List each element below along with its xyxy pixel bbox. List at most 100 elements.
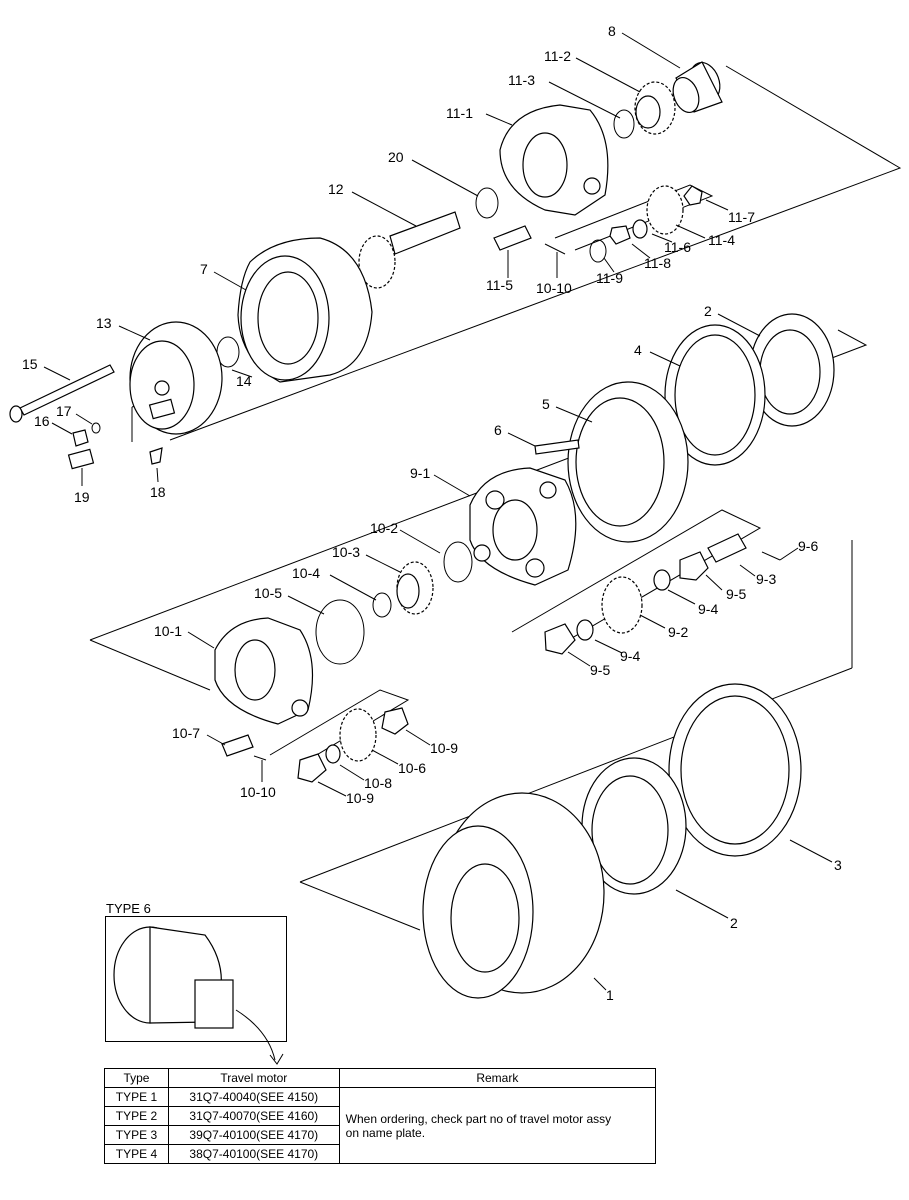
label-11-6: 11-6 <box>664 239 691 255</box>
label-11-1: 11-1 <box>446 105 473 121</box>
label-9-6: 9-6 <box>798 538 818 554</box>
part-bolt-15 <box>9 364 115 423</box>
table-header-row: Type Travel motor Remark <box>104 1068 657 1088</box>
remark-line-2: on name plate. <box>345 1125 426 1140</box>
part-pin-10-10 <box>253 755 267 761</box>
cell-motor: 31Q7-40040(SEE 4150) <box>167 1087 340 1107</box>
label-3: 3 <box>834 857 842 873</box>
label-12: 12 <box>328 181 344 197</box>
header-type: Type <box>104 1068 169 1088</box>
part-labels: 8 11-2 11-3 11-1 20 12 11-7 11-6 11-4 11… <box>22 23 842 1003</box>
part-ring-gear-7 <box>237 237 373 383</box>
part-o-ring-17 <box>91 422 101 434</box>
part-pin-9-3 <box>707 533 747 563</box>
part-bearing-9-4-upper <box>653 569 671 591</box>
part-bolt-6 <box>534 439 580 455</box>
table-row: TYPE 2 31Q7-40070(SEE 4160) <box>104 1106 656 1126</box>
label-10-9-upper: 10-9 <box>430 740 458 756</box>
inset-title: TYPE 6 <box>106 901 151 916</box>
label-9-1: 9-1 <box>410 465 430 481</box>
cell-type: TYPE 1 <box>104 1087 169 1107</box>
part-ring-11-9 <box>589 239 607 263</box>
part-ring-20 <box>475 187 499 219</box>
label-9-2: 9-2 <box>668 624 688 640</box>
label-5: 5 <box>542 396 550 412</box>
header-travel-motor: Travel motor <box>167 1068 340 1088</box>
label-4: 4 <box>634 342 642 358</box>
part-bearing-2-upper <box>749 313 835 427</box>
label-10-7: 10-7 <box>172 725 200 741</box>
cell-remark: When ordering, check part no of travel m… <box>338 1087 657 1164</box>
part-ring-4 <box>664 324 766 466</box>
label-7: 7 <box>200 261 208 277</box>
table-row: TYPE 1 31Q7-40040(SEE 4150) When orderin… <box>104 1087 657 1164</box>
part-pin-11-10 <box>544 243 566 255</box>
part-gear-9-2 <box>601 576 643 634</box>
label-15: 15 <box>22 356 38 372</box>
label-9-4-lower: 9-4 <box>620 648 640 664</box>
label-10-10-upper: 10-10 <box>536 280 572 296</box>
part-washer-10-9-lower <box>297 753 327 783</box>
label-9-4-upper: 9-4 <box>698 601 718 617</box>
part-screw-18 <box>149 447 163 465</box>
cell-motor: 38Q7-40100(SEE 4170) <box>167 1144 340 1164</box>
part-seal-3 <box>668 683 802 857</box>
part-washer-11-7 <box>683 185 703 206</box>
label-17: 17 <box>56 403 72 419</box>
part-washer-10-4 <box>372 592 392 618</box>
label-18: 18 <box>150 484 166 500</box>
part-bearing-10-8 <box>325 744 341 764</box>
label-9-5-upper: 9-5 <box>726 586 746 602</box>
part-bearing-11-6 <box>632 219 648 239</box>
label-11-8: 11-8 <box>644 255 671 271</box>
label-9-5-lower: 9-5 <box>590 662 610 678</box>
label-6: 6 <box>494 422 502 438</box>
part-carrier-10-1 <box>214 617 314 725</box>
part-ring-10-2 <box>443 541 473 583</box>
label-19: 19 <box>74 489 90 505</box>
inset-motor-illustration <box>113 926 284 1065</box>
label-10-8: 10-8 <box>364 775 392 791</box>
label-8: 8 <box>608 23 616 39</box>
label-10-4: 10-4 <box>292 565 320 581</box>
cell-type: TYPE 4 <box>104 1144 169 1164</box>
label-10-2: 10-2 <box>370 520 398 536</box>
part-carrier-11-1 <box>499 104 609 216</box>
part-gear-10-3 <box>396 561 434 615</box>
part-ring-11-3 <box>613 109 635 139</box>
part-gear-10-6 <box>339 708 377 762</box>
cell-motor: 39Q7-40100(SEE 4170) <box>167 1125 340 1145</box>
part-bearing-9-4-lower <box>576 619 594 641</box>
cell-type: TYPE 2 <box>104 1106 169 1126</box>
label-11-5: 11-5 <box>486 277 513 293</box>
part-hub-ring-5 <box>567 381 689 543</box>
label-14: 14 <box>236 373 252 389</box>
part-pin-9-6 <box>761 551 781 561</box>
leader-lines <box>43 32 833 991</box>
label-13: 13 <box>96 315 112 331</box>
part-o-ring-10-5 <box>315 599 365 665</box>
part-pin-10-7 <box>221 734 254 757</box>
part-cover-13 <box>129 321 223 435</box>
part-sleeve-8 <box>672 61 723 114</box>
label-1: 1 <box>606 987 614 1003</box>
header-remark: Remark <box>338 1068 657 1088</box>
label-16: 16 <box>34 413 50 429</box>
part-washer-9-5-upper <box>679 551 709 581</box>
inset-box <box>105 916 287 1042</box>
cell-motor: 31Q7-40070(SEE 4160) <box>167 1106 340 1126</box>
label-10-1: 10-1 <box>154 623 182 639</box>
part-shaft-12 <box>358 211 461 289</box>
label-10-9-lower: 10-9 <box>346 790 374 806</box>
label-11-9: 11-9 <box>596 270 623 286</box>
part-washer-11-8 <box>609 225 631 245</box>
part-gear-11-4 <box>646 185 684 235</box>
part-plate-19 <box>67 448 95 470</box>
part-washer-10-9-upper <box>381 707 409 735</box>
remark-line-1: When ordering, check part no of travel m… <box>345 1111 612 1126</box>
label-2-upper: 2 <box>704 303 712 319</box>
label-10-10-lower: 10-10 <box>240 784 276 800</box>
label-11-7: 11-7 <box>728 209 755 225</box>
label-11-4: 11-4 <box>708 232 735 248</box>
cell-type: TYPE 3 <box>104 1125 169 1145</box>
